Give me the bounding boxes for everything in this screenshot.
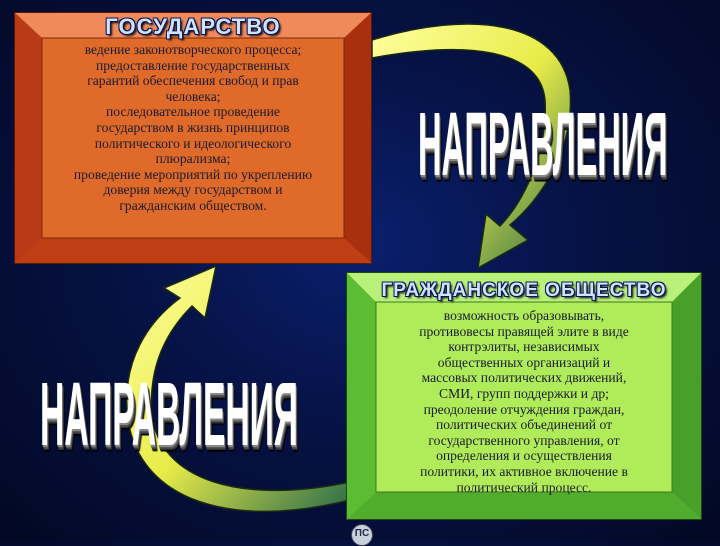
state-text: ведение законотворческого процесса; пред… bbox=[14, 42, 372, 214]
state-line: политического и идеологического bbox=[94, 135, 292, 151]
state-line: гарантий обеспечения свобод и прав bbox=[87, 73, 299, 89]
society-line: государственного управления, от bbox=[428, 432, 620, 448]
state-box: ГОСУДАРСТВО ведение законотворческого пр… bbox=[14, 12, 372, 264]
state-line: человека; bbox=[165, 88, 221, 104]
state-line: проведение мероприятий по укреплению bbox=[73, 166, 313, 182]
arrow-society-to-state bbox=[126, 264, 351, 513]
society-title: ГРАЖДАНСКОЕ ОБЩЕСТВО bbox=[381, 280, 667, 301]
society-box-frame bbox=[346, 272, 702, 520]
society-line: общественных организаций и bbox=[437, 354, 611, 370]
society-line: возможность образовывать, bbox=[443, 308, 605, 323]
state-line: доверия между государством и bbox=[103, 182, 283, 198]
state-line: гражданским обществом. bbox=[119, 197, 267, 213]
directions-label-top: НАПРАВЛЕНИЯ bbox=[418, 93, 668, 195]
society-line: определения и осуществления bbox=[436, 448, 612, 464]
arrow-state-to-society bbox=[371, 23, 572, 270]
state-line: последовательное проведение bbox=[106, 104, 280, 120]
society-line: преодоление отчуждения граждан, bbox=[423, 401, 625, 417]
society-line: политики, их активное включение в bbox=[420, 463, 628, 479]
society-line: СМИ, групп поддержки и др; bbox=[439, 385, 609, 401]
page-badge: ПС bbox=[351, 524, 373, 546]
society-box: ГРАЖДАНСКОЕ ОБЩЕСТВО возможность образов… bbox=[346, 272, 702, 520]
state-line: ведение законотворческого процесса; bbox=[84, 42, 302, 57]
society-line: массовых политических движений, bbox=[421, 370, 627, 386]
society-line: контрэлиты, независимых bbox=[448, 339, 600, 355]
state-line: государством в жизнь принципов bbox=[96, 119, 290, 135]
society-line: политических объединений от bbox=[435, 417, 613, 433]
society-line: противовесы правящей элите в виде bbox=[419, 323, 629, 339]
society-line: политический процесс. bbox=[456, 479, 592, 495]
state-line: предоставление государственных bbox=[96, 57, 290, 73]
state-line: плюрализма; bbox=[155, 151, 231, 167]
society-text: возможность образовывать, противовесы пр… bbox=[370, 308, 678, 495]
state-title: ГОСУДАРСТВО bbox=[105, 14, 281, 39]
directions-label-bottom: НАПРАВЛЕНИЯ bbox=[40, 363, 298, 465]
state-box-frame bbox=[14, 12, 372, 264]
